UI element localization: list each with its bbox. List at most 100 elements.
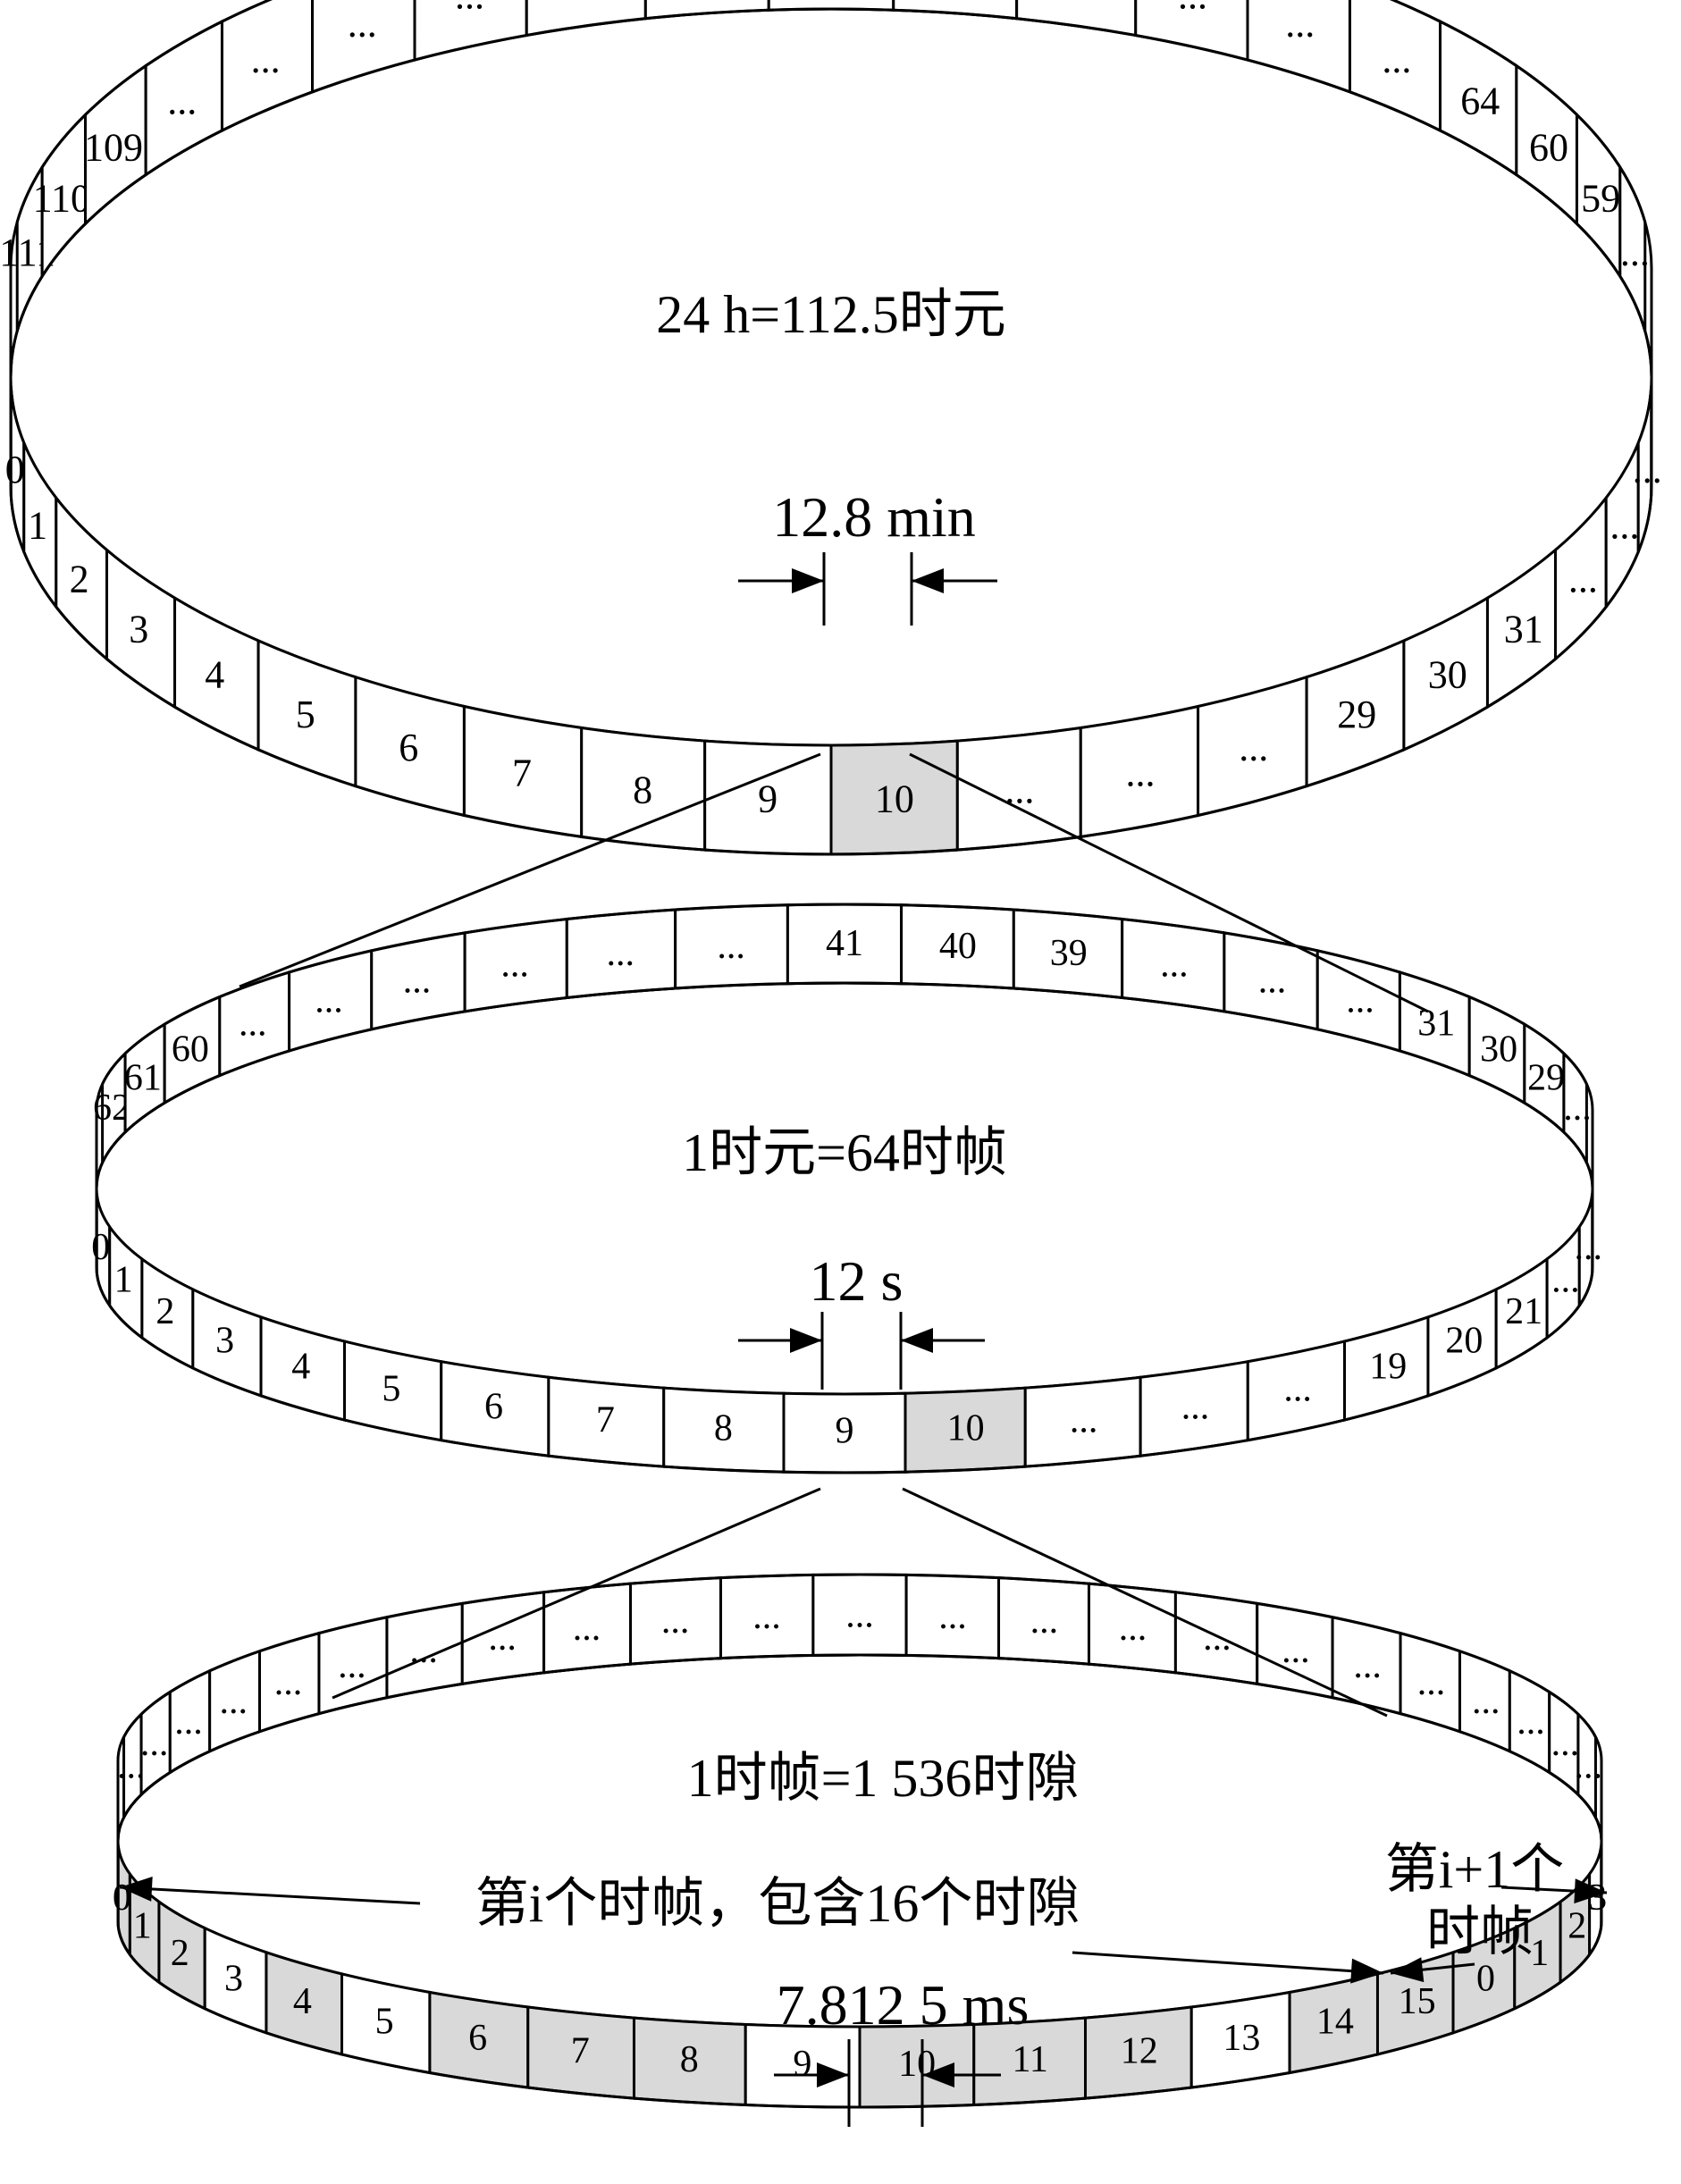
- ring3-front-label: 3: [224, 1958, 243, 1999]
- ring2-front-label: 7: [596, 1399, 615, 1441]
- ring2-back-label: ...: [403, 960, 432, 1001]
- ring3-back-label: ...: [1030, 1600, 1059, 1642]
- arrowhead: [922, 2062, 954, 2087]
- ring2-front-label: 21: [1505, 1291, 1542, 1332]
- ring2-dimension: 12 s: [810, 1249, 904, 1313]
- ring3-front-label: 1: [1530, 1933, 1549, 1974]
- ring2-back-label: 40: [939, 926, 977, 967]
- ring3-back-label: ...: [140, 1723, 169, 1764]
- ring3-bottom-rim: [116, 1920, 1603, 2109]
- ring1-front-label: 7: [512, 751, 532, 794]
- zoom-connector-line: [239, 752, 821, 988]
- ring3-back-label: ...: [1517, 1701, 1545, 1743]
- ring3-back-label: ...: [409, 1630, 438, 1671]
- frame-i1-label-line2: 时帧: [1426, 1903, 1534, 1961]
- ring3-front-label: 2: [1568, 1906, 1586, 1947]
- arrowhead: [1350, 1958, 1383, 1984]
- ring1-back-label: ...: [167, 79, 197, 122]
- arrowhead: [901, 1328, 933, 1353]
- ring3-dimension: 7.812 5 ms: [777, 1973, 1030, 2037]
- ring2-back-label: ...: [315, 980, 343, 1021]
- ring3-front-label: 8: [680, 2039, 699, 2080]
- zoom-connector-line: [909, 752, 1429, 1013]
- ring3-back-label: ...: [845, 1595, 874, 1636]
- dimension-arrows: [119, 552, 1608, 2127]
- ring2-front-label: ...: [1181, 1387, 1210, 1428]
- ring2-back-label: ...: [1563, 1088, 1592, 1129]
- ring1-front-label: ...: [1004, 769, 1034, 812]
- ring1-front-label: ...: [1125, 751, 1155, 794]
- dimension-arrow: [119, 1886, 421, 1905]
- ring2-back-label: 39: [1050, 933, 1088, 974]
- ring2-front-label: 3: [215, 1320, 234, 1361]
- ring2-front-label: ...: [1575, 1227, 1603, 1268]
- ring1-front-label: 0: [5, 448, 25, 491]
- ring1-back-label: ...: [455, 0, 484, 17]
- ring1-back-label: 60: [1529, 126, 1568, 170]
- ring2-front-label: 8: [714, 1408, 733, 1449]
- ring2-front-label: 4: [291, 1347, 310, 1388]
- ring2-bottom-rim: [95, 1266, 1594, 1474]
- ring3-back-label: ...: [1417, 1662, 1446, 1703]
- dimension-arrow: [1072, 1951, 1384, 1975]
- ring3-caption: 1时帧=1 536时隙: [687, 1749, 1080, 1808]
- arrowhead: [792, 568, 824, 593]
- ring3-front-label: 5: [375, 2001, 394, 2042]
- ring2-front-label: 20: [1445, 1320, 1483, 1361]
- ring3-back-label: ...: [938, 1596, 967, 1637]
- ring1-back-label: ...: [1178, 0, 1207, 17]
- arrowhead: [1574, 1878, 1607, 1904]
- ring1-back-label: ...: [1382, 38, 1411, 81]
- ring1-front-label: 3: [129, 608, 148, 651]
- ring1-inner-face: [9, 7, 1653, 747]
- ring3-back-label: ...: [338, 1645, 366, 1686]
- ring3-front-label: 13: [1223, 2018, 1260, 2059]
- ring1-back-label: 109: [84, 126, 143, 170]
- ring2-back-label: 30: [1480, 1029, 1517, 1071]
- ring1-front-label: 29: [1337, 693, 1376, 736]
- ring3-front-label: 15: [1399, 1981, 1436, 2022]
- ring2-back-label: ...: [607, 933, 635, 974]
- ring1-back-label: 59: [1581, 177, 1620, 221]
- ring3-back-label: ...: [274, 1662, 303, 1703]
- ring2-back-label: ...: [1160, 945, 1189, 986]
- ring1-top-rim: [9, 7, 1653, 378]
- ring3-front-label: 12: [1121, 2030, 1158, 2071]
- ring1-front-label: 10: [875, 777, 914, 820]
- arrowhead: [1391, 1957, 1425, 1983]
- ring3-front-label: 11: [1012, 2039, 1047, 2080]
- ring1-back-label: ...: [1285, 2, 1315, 46]
- zoom-connectors: [239, 752, 1429, 1718]
- ring1-bottom-rim: [9, 485, 1653, 856]
- ring2-back-label: ...: [1346, 980, 1374, 1021]
- ring2-back-label: ...: [717, 926, 745, 967]
- zoom-connector-line: [332, 1487, 821, 1700]
- ring2-front-label: ...: [1070, 1399, 1098, 1441]
- ring3-front-label: 7: [571, 2030, 590, 2071]
- ring3-front-label: 1: [133, 1906, 152, 1947]
- ring3-back-label: ...: [1551, 1723, 1580, 1764]
- ring1-front-label: 31: [1504, 608, 1543, 651]
- ring1-front-label: 1: [28, 503, 47, 547]
- ring1-front-label: 8: [633, 769, 652, 812]
- ring1-outer-rim: [9, 0, 1653, 269]
- ring1-front-label: 2: [70, 557, 89, 601]
- ring3-front-label: 14: [1316, 2001, 1354, 2042]
- ring1-front-label: ...: [1568, 557, 1598, 601]
- ring3-back-label: ...: [1203, 1617, 1231, 1659]
- ring1-dimension: 12.8 min: [772, 485, 976, 549]
- ring1-back-label: ...: [251, 38, 281, 81]
- ring2-inner-face: [95, 981, 1594, 1396]
- ring2-back-label: ...: [1258, 960, 1287, 1001]
- ring1-back-label: 110: [33, 177, 90, 221]
- ring3-front-label: 3: [1588, 1877, 1607, 1919]
- ring3-back-label: ...: [219, 1681, 248, 1722]
- ring1-front-label: 5: [296, 693, 315, 736]
- ring3-front-label: 0: [113, 1877, 131, 1919]
- ring2-back-label: 41: [826, 923, 863, 964]
- arrowhead: [790, 1328, 822, 1353]
- ring1-back-label: ...: [1620, 231, 1650, 274]
